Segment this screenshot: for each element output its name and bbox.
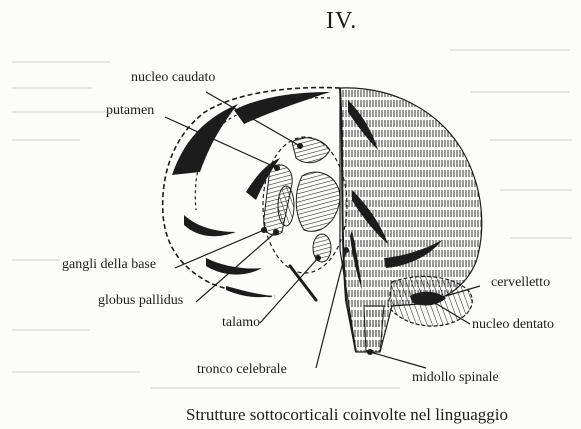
label-nucleo-dentato: nucleo dentato xyxy=(472,318,554,332)
gyrus-shading xyxy=(226,286,272,297)
gyrus-shading xyxy=(234,92,330,124)
label-tronco-celebrale: tronco celebrale xyxy=(197,363,287,377)
label-putamen: putamen xyxy=(106,104,154,118)
globus-pallidus-shape xyxy=(278,186,294,226)
label-talamo: talamo xyxy=(222,316,260,330)
talamo-shape xyxy=(296,172,340,231)
nucleo-caudato-shape xyxy=(292,138,330,163)
gyrus-shading xyxy=(184,215,236,236)
figure-caption: Strutture sottocorticali coinvolte nel l… xyxy=(186,405,508,425)
label-gangli-della-base: gangli della base xyxy=(62,258,156,272)
gyrus-shading xyxy=(172,104,238,175)
label-cervelletto: cervelletto xyxy=(491,276,550,290)
label-globus-pallidus: globus pallidus xyxy=(98,294,183,308)
label-nucleo-caudato: nucleo caudato xyxy=(131,71,215,85)
brainstem-fiber xyxy=(290,266,316,300)
label-midollo-spinale: midollo spinale xyxy=(412,371,499,385)
spinal-cord xyxy=(364,306,384,352)
gyrus-shading xyxy=(206,258,262,275)
